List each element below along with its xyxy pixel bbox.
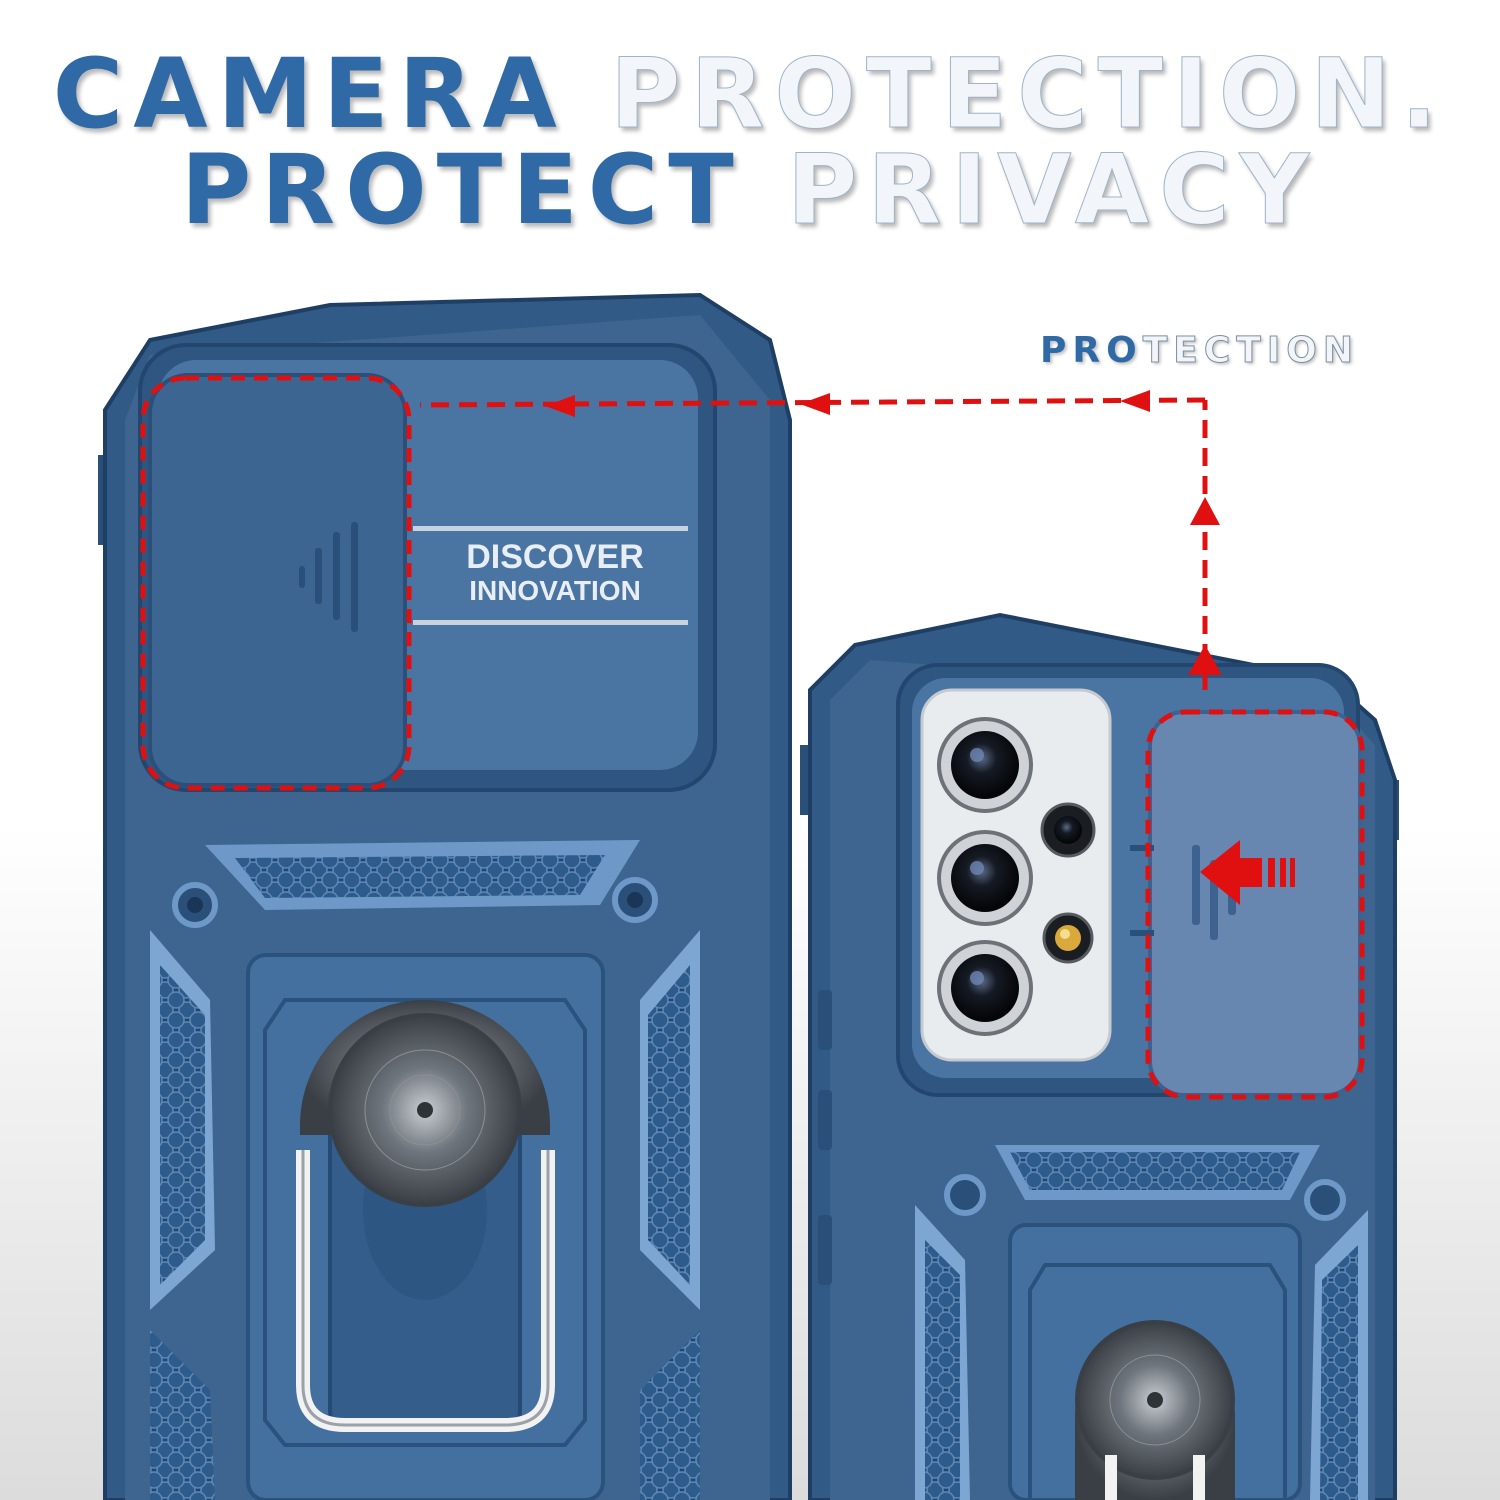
macro-lens-icon [1040, 802, 1096, 858]
band-line-bottom [413, 620, 688, 625]
slide-left-arrow-icon [1200, 840, 1295, 905]
callout-label-pro: PRO [1040, 330, 1143, 371]
headline-line-2: PROTECT PRIVACY [0, 142, 1500, 239]
left-slider-grip-icon [299, 522, 358, 632]
headline-protection: PROTECTION. [610, 38, 1448, 150]
left-phone-case: DISCOVER INNOVATION [98, 292, 792, 1500]
main-lens-icon [937, 717, 1033, 813]
headline-protect: PROTECT [180, 134, 788, 246]
right-case-right-honeycomb [1320, 1245, 1358, 1500]
right-ring-holder-icon [1075, 1320, 1235, 1500]
headline-camera: CAMERA [52, 38, 611, 150]
left-honeycomb [160, 965, 205, 1285]
right-honeycomb [648, 965, 690, 1285]
right-screw-right-icon [1304, 1179, 1346, 1221]
case-text-discover: DISCOVER [466, 538, 644, 576]
right-top-honeycomb [1010, 1152, 1300, 1190]
left-honeycomb-lower [150, 1330, 215, 1500]
headline-privacy: PRIVACY [787, 134, 1320, 246]
top-honeycomb [235, 855, 605, 898]
right-slider-cover [1148, 710, 1362, 1097]
band-line-top [413, 526, 688, 531]
headline-line-1: CAMERA PROTECTION. [0, 46, 1500, 143]
right-highlight-outline [1145, 709, 1365, 1100]
protection-callout-label: PROTECTION [1040, 330, 1359, 372]
case-text-innovation: INNOVATION [469, 575, 641, 606]
protection-callout-arrows [419, 390, 1222, 690]
left-arrow-1-icon [1120, 390, 1150, 412]
wide-lens-icon [937, 830, 1033, 926]
depth-lens-icon [937, 940, 1033, 1036]
power-button [818, 1090, 832, 1150]
left-arrow-3-icon [545, 395, 575, 417]
flash-icon [1042, 912, 1094, 964]
up-arrow-lower-icon [1188, 645, 1222, 675]
up-arrow-upper-icon [1190, 497, 1220, 525]
volume-button [818, 990, 832, 1050]
right-phone-case [800, 612, 1399, 1500]
left-slider-cover [148, 373, 407, 787]
right-case-left-honeycomb [925, 1240, 960, 1500]
left-arrow-2-icon [800, 393, 830, 415]
ring-holder-icon [296, 1000, 555, 1432]
callout-label-tection: TECTION [1142, 330, 1359, 372]
right-screw-left-icon [944, 1174, 986, 1216]
right-honeycomb-lower [640, 1330, 700, 1500]
